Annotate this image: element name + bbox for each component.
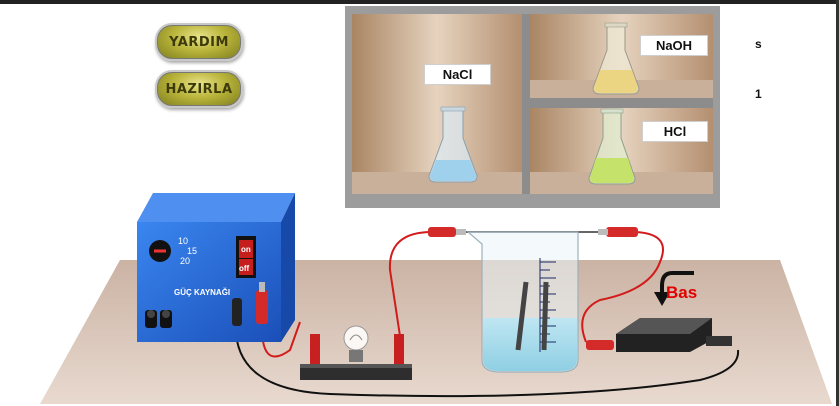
power-toggle[interactable] bbox=[236, 236, 256, 278]
voltage-dial[interactable] bbox=[149, 240, 171, 262]
dial-value-20: 20 bbox=[180, 256, 190, 266]
wire-clip-right[interactable] bbox=[598, 227, 638, 237]
terminal-knobs[interactable] bbox=[145, 310, 172, 328]
press-hint-arrow bbox=[660, 271, 694, 296]
light-bulb[interactable] bbox=[300, 325, 412, 380]
flask-hcl[interactable] bbox=[588, 108, 636, 185]
count-value: 1 bbox=[755, 87, 762, 101]
power-supply-label: GÜÇ KAYNAĞI bbox=[174, 288, 230, 297]
power-clips[interactable] bbox=[232, 282, 268, 326]
dial-value-15: 15 bbox=[187, 246, 197, 256]
nacl-label: NaCl bbox=[424, 64, 491, 85]
press-hint-arrowhead bbox=[654, 292, 670, 306]
unit-label: s bbox=[755, 37, 762, 51]
flask-naoh[interactable] bbox=[592, 22, 640, 95]
switch-on-label: on bbox=[241, 245, 251, 254]
dial-value-10: 10 bbox=[178, 236, 188, 246]
window-top-border bbox=[0, 0, 839, 4]
power-supply[interactable]: 10 15 20 on off GÜÇ KAYNAĞI bbox=[137, 193, 295, 342]
beaker[interactable] bbox=[466, 231, 579, 373]
flask-nacl[interactable] bbox=[428, 106, 478, 183]
push-switch[interactable] bbox=[586, 318, 732, 352]
switch-off-label: off bbox=[239, 264, 250, 273]
prepare-button[interactable]: HAZIRLA bbox=[155, 70, 243, 108]
help-button-label: YARDIM bbox=[169, 34, 229, 50]
prepare-button-label: HAZIRLA bbox=[165, 81, 233, 97]
wire-clip-left[interactable] bbox=[428, 227, 466, 237]
press-hint-label: Bas bbox=[666, 283, 697, 302]
naoh-label: NaOH bbox=[640, 35, 708, 56]
hcl-label: HCl bbox=[642, 121, 708, 142]
window-right-border bbox=[836, 0, 839, 406]
help-button[interactable]: YARDIM bbox=[155, 23, 243, 61]
